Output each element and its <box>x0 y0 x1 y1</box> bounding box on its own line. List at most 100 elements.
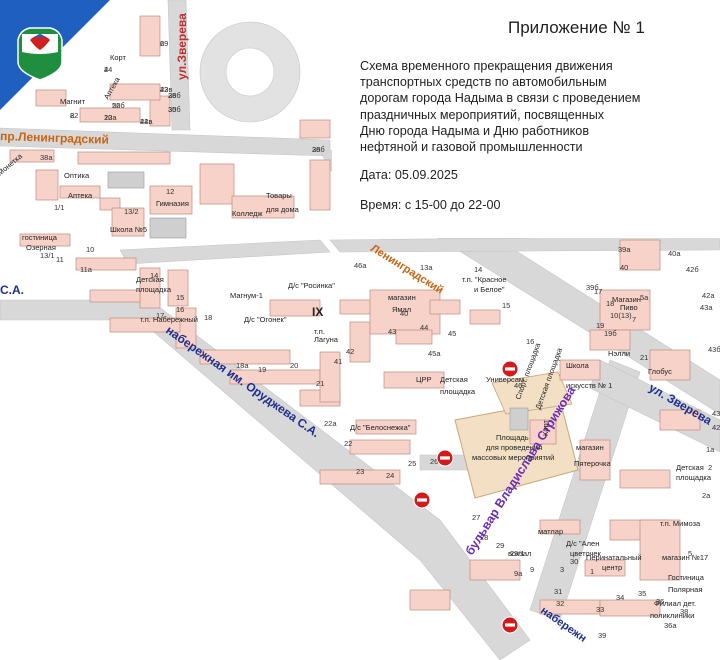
place-label-laguna2: Лагуна <box>314 335 339 344</box>
building-number: 42a <box>702 291 715 300</box>
building <box>355 419 417 435</box>
building <box>59 185 101 199</box>
building <box>619 239 661 271</box>
building-number: 3 <box>560 565 564 574</box>
place-label-nel: Нэлли <box>608 349 630 358</box>
building <box>299 119 331 139</box>
building-number: 24 <box>104 65 112 74</box>
building-number: 35б <box>168 105 181 114</box>
buildings <box>9 15 701 617</box>
sport-area <box>491 371 573 415</box>
building <box>75 257 137 271</box>
building-number: 56 <box>112 101 120 110</box>
place-label-tovary1: Товары <box>266 191 292 200</box>
building <box>639 519 681 581</box>
place-label-magnit: Магнит <box>60 97 86 106</box>
place-label-korp2: Корт <box>541 419 550 436</box>
building-number: 18a <box>236 361 249 370</box>
building-number: 43б <box>708 345 720 354</box>
building-number: 17 <box>594 287 602 296</box>
place-label-pyaterochka: магазин <box>576 443 604 452</box>
building-number: 15 <box>502 301 510 310</box>
building-number: 42в <box>160 85 172 94</box>
building-number: 15 <box>176 293 184 302</box>
place-label-pyaterochka2: Пятерочка <box>574 459 612 468</box>
no-entry-signs <box>413 360 519 634</box>
building-number: 42 <box>712 423 720 432</box>
building <box>139 15 161 57</box>
place-label-shkola_isk: Школа <box>566 361 590 370</box>
building-number: 14 <box>150 271 158 280</box>
building-number: 36a <box>664 621 677 630</box>
street-label-zvereva-north: ул.Зверева <box>175 13 189 80</box>
place-label-optika: Оптика <box>64 171 90 180</box>
building <box>9 149 55 163</box>
building-number: 40 <box>620 263 628 272</box>
building-number: 26 <box>430 457 438 466</box>
building <box>149 95 171 127</box>
building <box>369 289 441 335</box>
building-number: 39a <box>618 245 631 254</box>
building <box>529 419 557 445</box>
building <box>99 197 121 211</box>
building <box>309 159 331 211</box>
no-entry-icon <box>501 616 519 634</box>
road-zvereva-north <box>167 0 191 131</box>
place-label-ogonek: Д/с "Огонек" <box>244 315 287 324</box>
building-number: 16 <box>526 337 534 346</box>
building <box>319 469 401 485</box>
building-number: 25 <box>408 459 416 468</box>
building <box>429 299 461 315</box>
building-number: 22 <box>70 111 78 120</box>
place-label-ploshad1: Площадь <box>496 433 529 442</box>
building <box>231 195 295 219</box>
building-number: 42 <box>346 347 354 356</box>
place-label-globus: Глобус <box>648 367 672 376</box>
building-number: 17 <box>156 311 164 320</box>
place-label-pivo: Пиво <box>620 303 638 312</box>
building-number: 45a <box>428 349 441 358</box>
hatched-area-2 <box>149 217 187 239</box>
building <box>619 469 671 489</box>
building-number: 22a <box>104 113 117 122</box>
notice-description: Схема временного прекращения движения тр… <box>360 58 700 155</box>
notice-description-line: Дню города Надыма и Дню работников <box>360 123 590 138</box>
building-number: 5a <box>640 293 649 302</box>
building-number: 44 <box>420 323 428 332</box>
place-label-univermag: Универсам <box>486 375 524 384</box>
place-label-gost1: Гостиница <box>668 573 705 582</box>
building-number: 22б <box>112 101 125 110</box>
building-number: 29 <box>160 39 168 48</box>
building-number: 4 <box>104 65 108 74</box>
building-number: 28 <box>168 91 176 100</box>
building <box>579 439 611 481</box>
building-number: 39б <box>586 283 599 292</box>
building <box>269 299 321 317</box>
building <box>319 351 341 403</box>
notice-time: Время: с 15-00 до 22-00 <box>360 198 501 212</box>
building-number: 36б <box>168 91 181 100</box>
building-number: 41 <box>334 357 342 366</box>
street-label-edge: С.А. <box>0 283 24 297</box>
place-label-perinat: Перинатальный <box>586 553 642 562</box>
building-number: 42б <box>686 265 699 274</box>
no-entry-icon <box>501 360 519 378</box>
building-number: 9 <box>530 565 534 574</box>
place-label-ozernaya: Озерная <box>26 243 56 252</box>
building <box>469 559 521 581</box>
building-number: 20 <box>290 361 298 370</box>
building-number: 21 <box>316 379 324 388</box>
building-number: 12 <box>166 187 174 196</box>
building <box>409 589 451 611</box>
building-number: 22 <box>344 439 352 448</box>
place-label-belosnezhka: Д/с "Белоснежка" <box>350 423 411 432</box>
place-label-detplosh2b: площадка <box>440 387 476 396</box>
place-label-korp: Корт <box>110 53 127 62</box>
building-number: 18 <box>204 313 212 322</box>
building <box>167 269 189 307</box>
building <box>19 233 71 247</box>
place-label-vokzal: вокзал <box>508 549 531 558</box>
building-number: 9a <box>514 569 523 578</box>
place-label-filial1: Филиал дет. <box>654 599 696 608</box>
building <box>559 359 601 381</box>
